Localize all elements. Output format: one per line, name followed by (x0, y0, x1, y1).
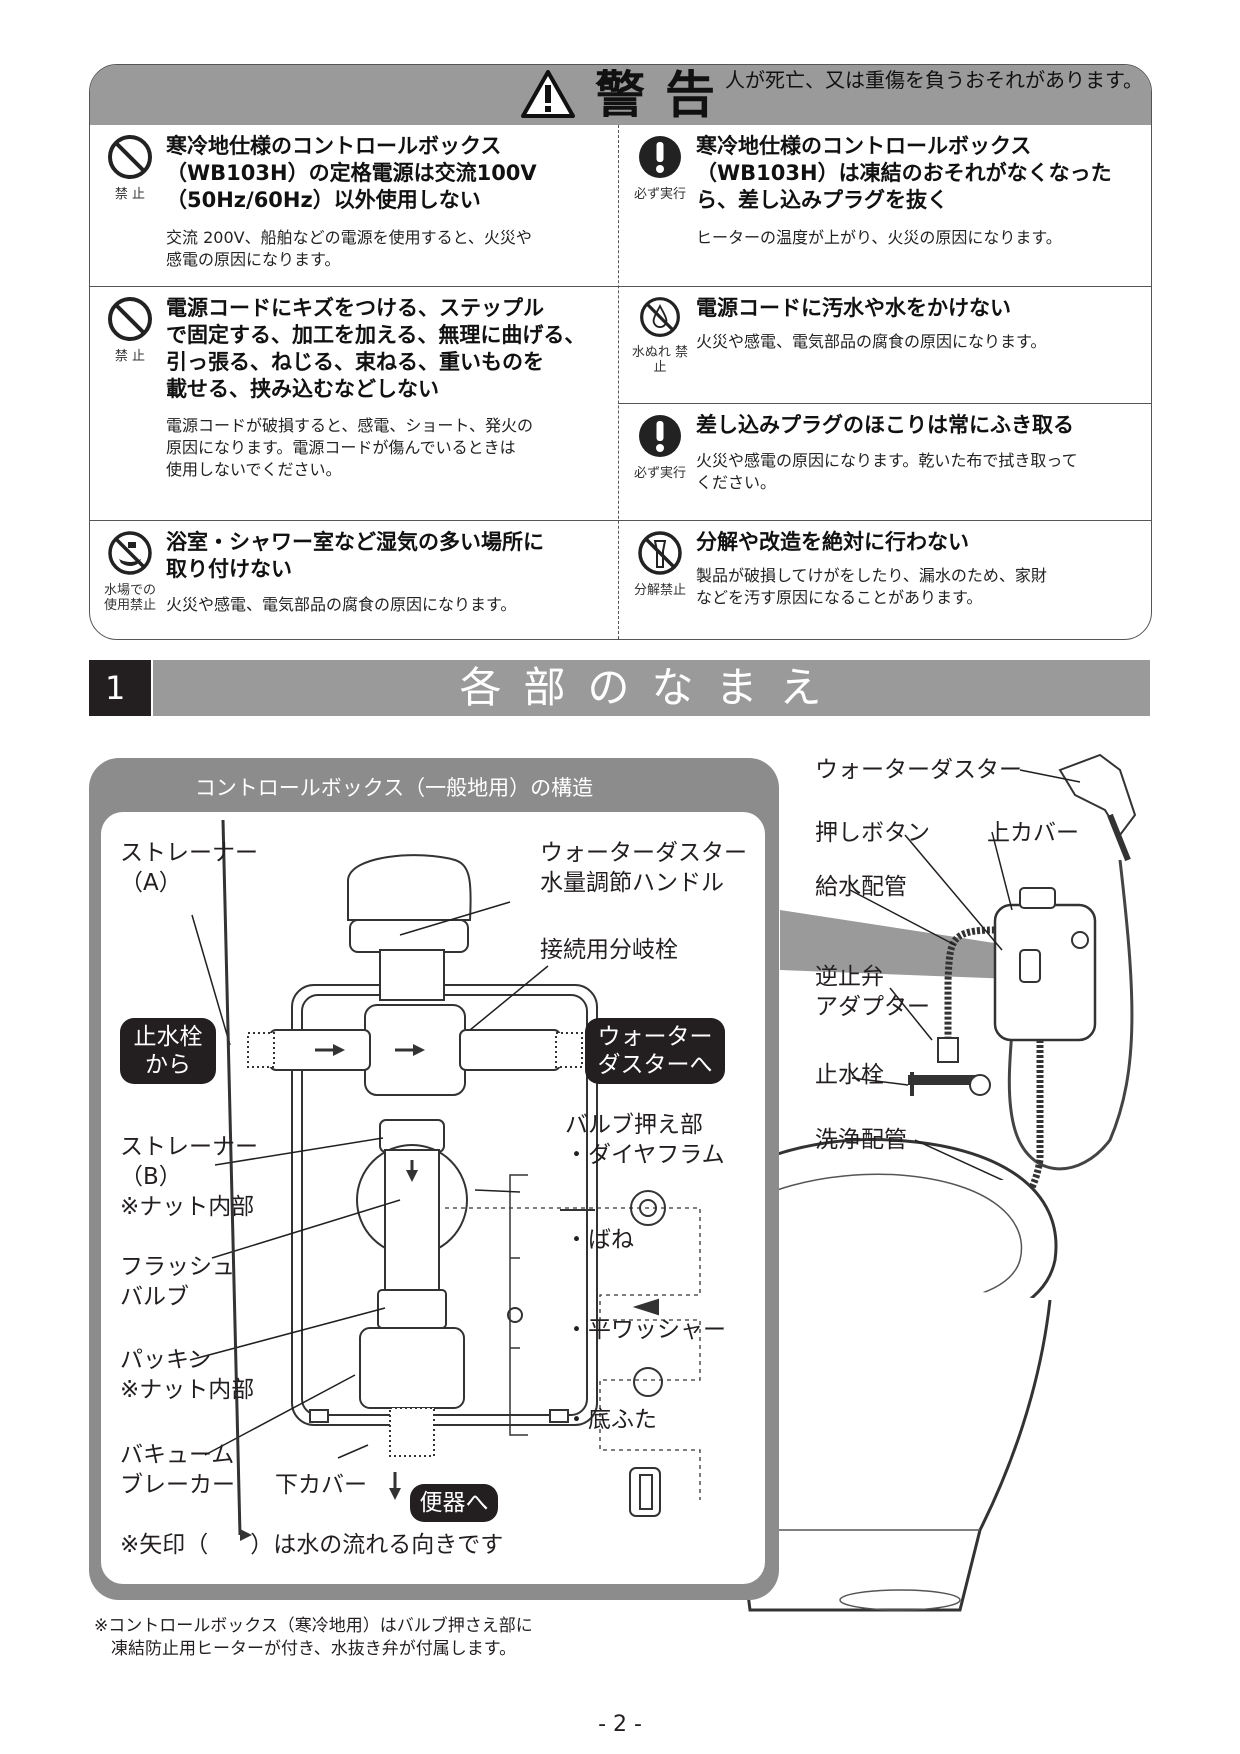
right-leader-lines (849, 769, 1081, 1180)
label-stop-valve: 止水栓 (815, 1062, 884, 1088)
item-desc: ヒーターの温度が上がり、火災の原因になります。 (696, 228, 1062, 247)
label-handle: ウォーターダスター 水量調節ハンドル (540, 840, 747, 896)
dashed-divider (618, 125, 619, 639)
warning-heading: 警告 (595, 66, 735, 124)
warning-subtitle: 人が死亡、又は重傷を負うおそれがあります。 (725, 68, 1143, 92)
control-box-illustration (189, 820, 701, 1541)
item-desc: などを汚す原因になることがあります。 (696, 588, 983, 607)
item-desc: 電源コードが破損すると、感電、ショート、発火の (166, 416, 534, 435)
label-spring: ・ばね (565, 1227, 634, 1253)
warning-item: 禁 止 電源コードにキズをつける、ステップル で固定する、加工を加える、無理に曲… (98, 295, 613, 515)
label-top-cover: 上カバー (987, 820, 1079, 846)
item-title: （WB103H）の定格電源は交流100V (166, 161, 537, 185)
arrow-note: ※矢印（）は水の流れる向きです (120, 1532, 504, 1558)
item-desc: 使用しないでください。 (166, 460, 342, 479)
page-number: - 2 - (598, 1712, 642, 1737)
divider (618, 403, 1151, 404)
item-desc: 製品が破損してけがをしたり、漏水のため、家財 (696, 566, 1047, 585)
warning-triangle-icon (521, 70, 575, 118)
item-title: 取り付けない (166, 557, 292, 581)
item-title: 差し込みプラグのほこりは常にふき取る (696, 413, 1074, 437)
item-title: 載せる、挟み込むなどしない (166, 377, 439, 401)
item-title: 分解や改造を絶対に行わない (696, 530, 969, 554)
section-title: 各部のなまえ (459, 663, 844, 712)
warning-item: 水ぬれ 禁 止 電源コードに汚水や水をかけない 火災や感電、電気部品の腐食の原因… (628, 295, 1148, 400)
warning-item: 禁 止 寒冷地仕様のコントロールボックス （WB103H）の定格電源は交流100… (98, 133, 613, 283)
label-packing: パッキン ※ナット内部 (120, 1347, 255, 1403)
item-desc: 感電の原因になります。 (166, 250, 341, 269)
item-desc: 原因になります。電源コードが傷んでいるときは (166, 438, 516, 457)
warning-item: 必ず実行 寒冷地仕様のコントロールボックス （WB103H）は凍結のおそれがなく… (628, 133, 1148, 283)
label-lower-cover: 下カバー (275, 1472, 367, 1498)
warning-item: 水場での 使用禁止 浴室・シャワー室など湿気の多い場所に 取り付けない 火災や感… (98, 529, 613, 634)
label-branch-valve: 接続用分岐栓 (540, 937, 678, 963)
item-title: 寒冷地仕様のコントロールボックス (166, 134, 502, 158)
item-title: （50Hz/60Hz）以外使用しない (166, 188, 481, 212)
label-valve-press: バルブ押え部 (565, 1112, 703, 1138)
item-desc: 火災や感電、電気部品の腐食の原因になります。 (166, 595, 517, 614)
icon-label: 水場での 使用禁止 (103, 583, 156, 613)
no-water-icon (640, 297, 680, 337)
icon-label: 水ぬれ 禁 止 (631, 345, 689, 375)
mandatory-action-icon (639, 415, 681, 457)
item-title: 引っ張る、ねじる、束ねる、重いものを (166, 350, 544, 374)
section-number: 1 (89, 660, 151, 716)
warning-item: 必ず実行 差し込みプラグのほこりは常にふき取る 火災や感電の原因になります。乾い… (628, 412, 1148, 517)
icon-label: 必ず実行 (633, 187, 686, 202)
panel-title: コントロールボックス（一般地用）の構造 (194, 776, 594, 800)
item-title: （WB103H）は凍結のおそれがなくなった (696, 161, 1112, 185)
label-strainer-a: ストレーナー （A） (120, 840, 258, 896)
label-water-duster: ウォーターダスター (815, 757, 1022, 783)
divider (90, 520, 1151, 521)
label-flush-pipe: 洗浄配管 (815, 1127, 907, 1153)
prohibited-icon (108, 297, 152, 341)
no-disassembly-icon (638, 531, 682, 575)
no-wet-area-icon (108, 531, 152, 575)
warning-item: 分解禁止 分解や改造を絶対に行わない 製品が破損してけがをしたり、漏水のため、家… (628, 529, 1148, 634)
label-vacuum-breaker: バキューム ブレーカー (120, 1442, 235, 1498)
toilet-illustration (683, 753, 1137, 1612)
item-title: ら、差し込みプラグを抜く (696, 188, 948, 212)
icon-label: 禁 止 (114, 187, 146, 202)
tag-from-stop-valve: 止水栓 から (120, 1018, 216, 1084)
item-desc: ください。 (696, 473, 777, 492)
label-flush-valve: フラッシュ バルブ (120, 1254, 235, 1310)
label-flat-washer: ・平ワッシャー (565, 1317, 726, 1343)
item-desc: 交流 200V、船舶などの電源を使用すると、火災や (166, 228, 532, 247)
label-check-valve: 逆止弁 アダプター (815, 964, 930, 1020)
tag-to-water-duster: ウォーター ダスターへ (585, 1018, 725, 1084)
prohibited-icon (108, 135, 152, 179)
item-desc: 火災や感電、電気部品の腐食の原因になります。 (696, 332, 1047, 351)
icon-label: 必ず実行 (633, 466, 686, 481)
label-bottom-lid: ・底ふた (565, 1407, 657, 1433)
label-diaphragm: ・ダイヤフラム (565, 1142, 725, 1168)
warning-box: 警告 人が死亡、又は重傷を負うおそれがあります。 禁 止 寒冷地仕様のコントロー… (89, 64, 1152, 640)
warning-header: 警告 人が死亡、又は重傷を負うおそれがあります。 (90, 65, 1151, 125)
footnote: ※コントロールボックス（寒冷地用）はバルブ押さえ部に 凍結防止用ヒーターが付き、… (94, 1616, 533, 1659)
item-title: で固定する、加工を加える、無理に曲げる、 (166, 323, 586, 347)
item-title: 寒冷地仕様のコントロールボックス (696, 134, 1032, 158)
icon-label: 分解禁止 (633, 583, 686, 598)
icon-label: 禁 止 (114, 349, 146, 364)
label-strainer-b: ストレーナー （B） ※ナット内部 (120, 1134, 258, 1220)
item-title: 電源コードにキズをつける、ステップル (166, 296, 544, 320)
item-desc: 火災や感電の原因になります。乾いた布で拭き取って (696, 451, 1078, 470)
item-title: 電源コードに汚水や水をかけない (696, 296, 1011, 320)
divider (90, 286, 1151, 287)
mandatory-action-icon (639, 136, 681, 178)
section-bar: 各部のなまえ (153, 660, 1150, 716)
tag-to-toilet: 便器へ (410, 1484, 498, 1522)
item-title: 浴室・シャワー室など湿気の多い場所に (166, 530, 544, 554)
